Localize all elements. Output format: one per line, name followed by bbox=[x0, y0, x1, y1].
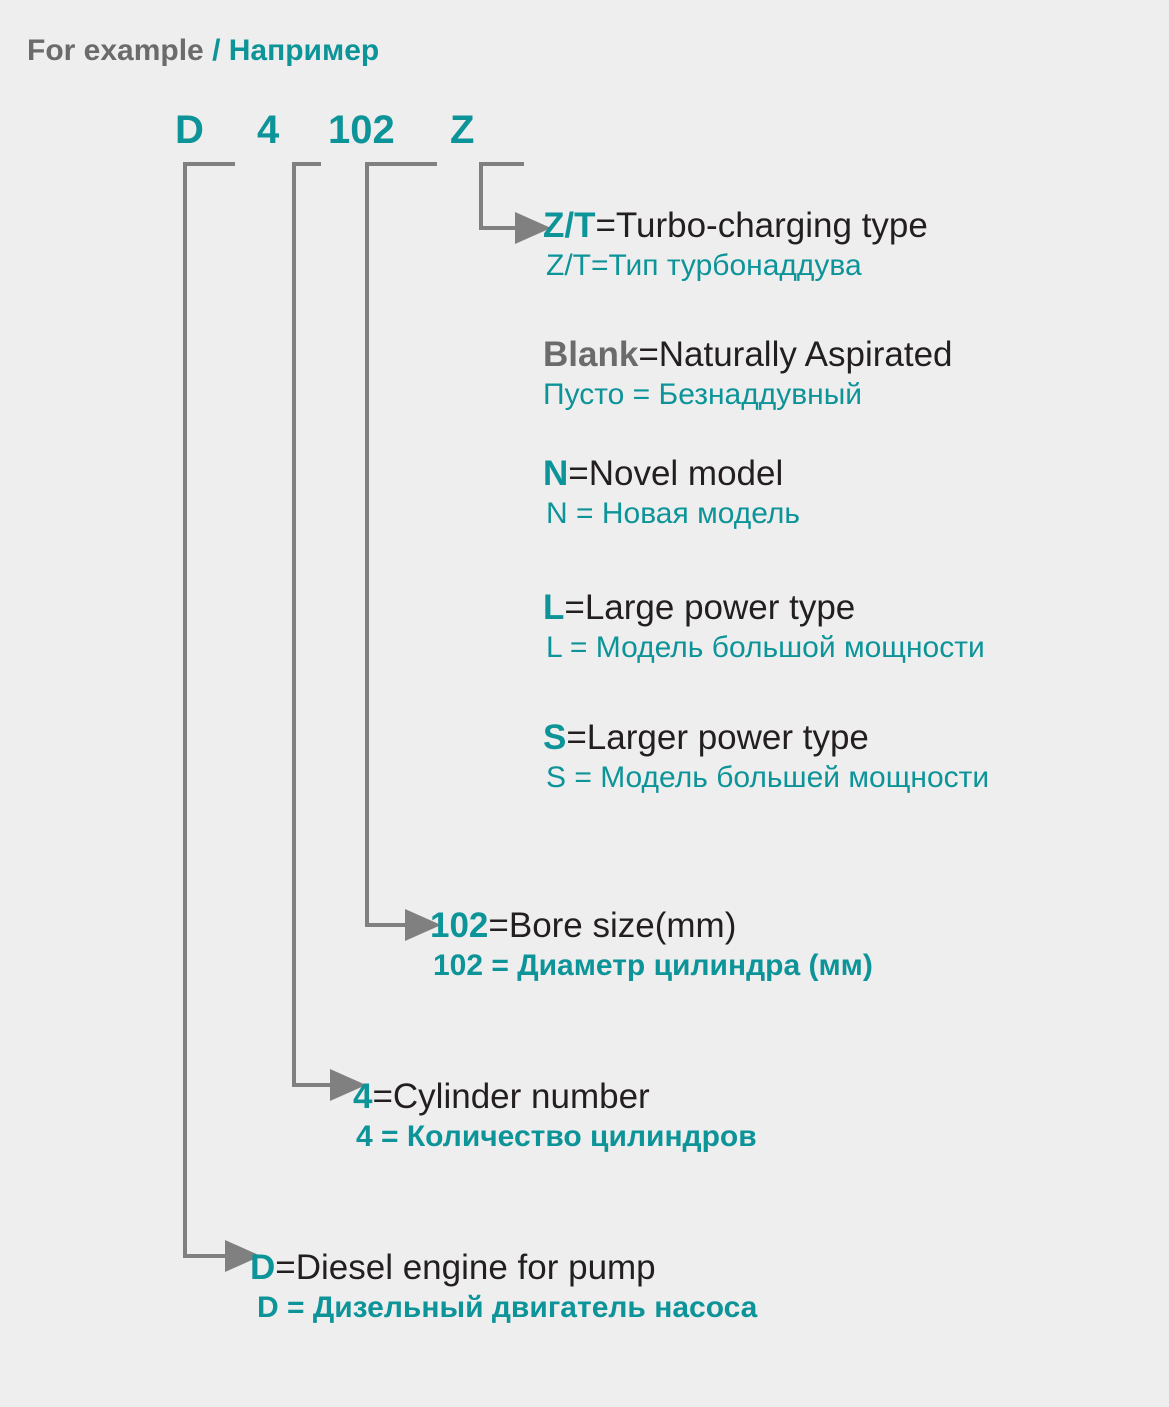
entry-diesel-engine-en-rest: =Diesel engine for pump bbox=[275, 1248, 656, 1287]
entry-diesel-engine: D=Diesel engine for pump D = Дизельный д… bbox=[250, 1246, 757, 1327]
entry-turbo-charging: Z/T=Turbo-charging type Z/T=Тип турбонад… bbox=[543, 204, 928, 285]
entry-larger-power-ru: S = Модель большей мощности bbox=[546, 761, 990, 794]
entry-large-power-en-rest: =Large power type bbox=[564, 588, 856, 627]
entry-cylinder-number: 4=Cylinder number 4 = Количество цилиндр… bbox=[353, 1075, 757, 1156]
connector-d bbox=[183, 162, 261, 1272]
code-segment-102: 102 bbox=[328, 108, 395, 152]
entry-bore-size-en-rest: =Bore size(mm) bbox=[488, 906, 737, 945]
entry-cylinder-number-key: 4 bbox=[353, 1077, 373, 1116]
entry-diesel-engine-ru: D = Дизельный двигатель насоса bbox=[257, 1291, 758, 1324]
entry-large-power: L=Large power type L = Модель большой мо… bbox=[543, 586, 985, 667]
entry-turbo-charging-en: Z/T=Turbo-charging type bbox=[543, 204, 928, 247]
entry-diesel-engine-key: D bbox=[250, 1248, 276, 1287]
page-title-english: For example bbox=[27, 34, 204, 67]
entry-large-power-key: L bbox=[543, 588, 565, 627]
entry-diesel-engine-en: D=Diesel engine for pump bbox=[250, 1246, 757, 1289]
entry-novel-model-en-rest: =Novel model bbox=[568, 454, 784, 493]
entry-naturally-aspirated-ru: Пусто = Безнаддувный bbox=[543, 378, 863, 411]
code-segment-4: 4 bbox=[257, 108, 280, 152]
entry-naturally-aspirated-en-rest: =Naturally Aspirated bbox=[638, 335, 953, 374]
entry-naturally-aspirated: Blank=Naturally Aspirated Пусто = Безнад… bbox=[543, 333, 953, 414]
connector-4 bbox=[292, 162, 366, 1101]
entry-cylinder-number-en-rest: =Cylinder number bbox=[372, 1077, 650, 1116]
page-title-separator: / bbox=[212, 34, 221, 67]
entry-bore-size-ru: 102 = Диаметр цилиндра (мм) bbox=[433, 949, 873, 982]
code-segment-d: D bbox=[175, 108, 204, 152]
entry-bore-size-en: 102=Bore size(mm) bbox=[430, 904, 873, 947]
entry-novel-model-ru: N = Новая модель bbox=[546, 497, 801, 530]
entry-larger-power-en: S=Larger power type bbox=[543, 716, 989, 759]
entry-naturally-aspirated-key: Blank bbox=[543, 335, 639, 374]
entry-novel-model: N=Novel model N = Новая модель bbox=[543, 452, 800, 533]
code-segment-z: Z bbox=[450, 108, 475, 152]
entry-larger-power-en-rest: =Larger power type bbox=[566, 718, 869, 757]
entry-larger-power-key: S bbox=[543, 718, 567, 757]
entry-turbo-charging-en-rest: =Turbo-charging type bbox=[595, 206, 928, 245]
page-title-russian: Например bbox=[228, 34, 380, 67]
connector-102 bbox=[365, 162, 441, 941]
entry-novel-model-key: N bbox=[543, 454, 569, 493]
entry-larger-power: S=Larger power type S = Модель большей м… bbox=[543, 716, 989, 797]
entry-cylinder-number-ru: 4 = Количество цилиндров bbox=[356, 1120, 757, 1153]
entry-novel-model-en: N=Novel model bbox=[543, 452, 800, 495]
entry-cylinder-number-en: 4=Cylinder number bbox=[353, 1075, 757, 1118]
entry-large-power-en: L=Large power type bbox=[543, 586, 985, 629]
page-title: For example / Например bbox=[27, 36, 379, 66]
entry-bore-size: 102=Bore size(mm) 102 = Диаметр цилиндра… bbox=[430, 904, 873, 985]
entry-large-power-ru: L = Модель большой мощности bbox=[546, 631, 985, 664]
connector-z bbox=[479, 162, 551, 244]
entry-naturally-aspirated-en: Blank=Naturally Aspirated bbox=[543, 333, 953, 376]
entry-turbo-charging-key: Z/T bbox=[543, 206, 596, 245]
entry-turbo-charging-ru: Z/T=Тип турбонаддува bbox=[546, 249, 862, 282]
entry-bore-size-key: 102 bbox=[430, 906, 489, 945]
